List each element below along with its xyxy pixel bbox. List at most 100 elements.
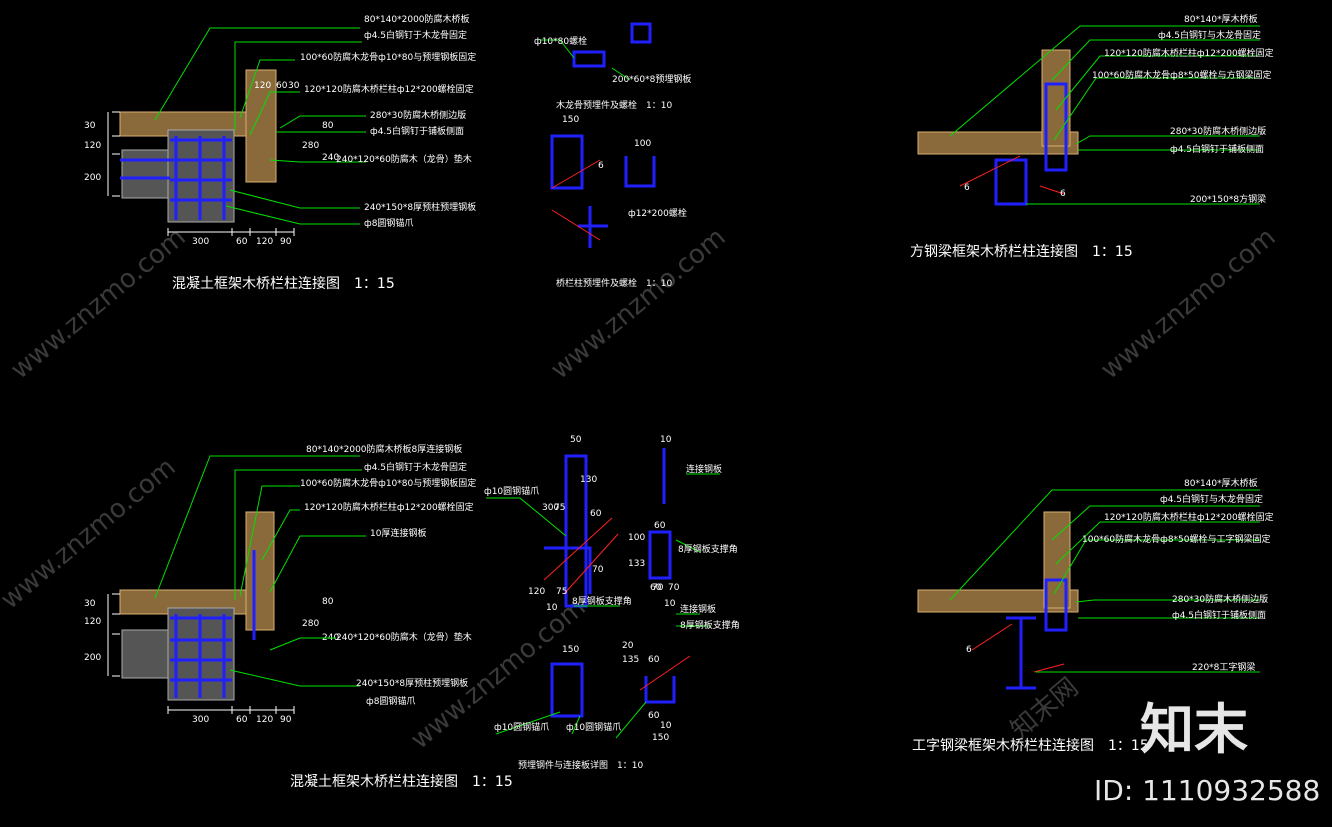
label-1: 80*140*厚木桥板 [1184, 477, 1258, 489]
label-6: ф4.5白钢钉于铺板侧面 [370, 125, 464, 137]
label-4: 100*60防腐木龙骨ф8*50螺栓与方钢梁固定 [1092, 69, 1272, 81]
dim-left-1: 30 [84, 121, 96, 131]
steel-plate [1044, 82, 1068, 172]
label-5: 280*30防腐木桥侧边版 [1172, 593, 1268, 605]
label-5: ф10圆钢锚爪 [494, 721, 549, 733]
label-1: 80*140*2000防腐木桥板 [364, 13, 470, 25]
label-6: ф4.5白钢钉于铺板侧面 [1172, 609, 1266, 621]
dim-bottom-3: 120 [256, 715, 273, 725]
steel-plate [1044, 578, 1068, 632]
dim-top-3: 30 [288, 81, 300, 91]
red-markers [551, 159, 601, 241]
label-5: 10厚连接钢板 [370, 527, 426, 539]
dim-v5-19: 20 [622, 641, 634, 651]
label-6: ф4.5白钢钉于铺板侧面 [1170, 143, 1264, 155]
red-markers [543, 517, 691, 691]
dim-v5-11: 60 [654, 521, 666, 531]
left-dim-lines [107, 593, 120, 677]
leader-lines [949, 25, 1260, 205]
dim-top-2: 60 [276, 81, 288, 91]
angle-bracket [624, 156, 656, 188]
red-markers [959, 155, 1065, 195]
marker-v6-1: 6 [966, 645, 972, 655]
dim-v5-9: 120 [528, 587, 545, 597]
brand-id-text: ID: 1110932588 [1094, 774, 1320, 807]
dim-right-3: 240 [322, 153, 339, 163]
dim-bottom-1: 300 [192, 715, 209, 725]
label-1: 80*140*2000防腐木桥板8厚连接钢板 [306, 443, 462, 455]
dim-v5-7: 133 [628, 559, 645, 569]
dim-bottom-4: 90 [280, 237, 292, 247]
view-title-2b: 桥栏柱预埋件及螺栓 1：10 [556, 277, 672, 289]
label-7: 连接钢板 [680, 603, 716, 615]
dim-v5-17: 10 [664, 599, 676, 609]
angle-a [544, 546, 592, 594]
view-i-beam: 6 80*140*厚木桥板 ф4.5白钢钉与木龙骨固定 120*120防腐木桥栏… [912, 477, 1274, 754]
red-markers [971, 623, 1065, 673]
label-6: 240*120*60防腐木（龙骨）垫木 [336, 631, 472, 643]
dim-v5-16: 70 [668, 583, 680, 593]
label-9: ф8圆钢锚爪 [364, 217, 413, 229]
dim-v5-14: 60 [650, 583, 662, 593]
dim-v5-12: 10 [660, 435, 672, 445]
leader-lines [154, 455, 366, 687]
watermark-text-6: 知末网 [1005, 672, 1084, 745]
wood-post [245, 511, 275, 631]
dim-v5-15: 70 [652, 583, 664, 593]
view-title-5: 预埋钢件与连接板详图 1：10 [518, 759, 643, 771]
label-7: 220*8工字钢梁 [1192, 661, 1255, 673]
leader-lines [949, 489, 1260, 673]
rebar-grid [170, 136, 232, 220]
dim-bottom-2: 60 [236, 715, 248, 725]
watermark-text-2: www.znzmo.com [545, 222, 731, 385]
label-7: 240*120*60防腐木（龙骨）垫木 [336, 153, 472, 165]
label-2: 8厚钢板支撑角 [572, 595, 632, 607]
angle-c [644, 676, 676, 704]
label-2: ф4.5白钢钉于木龙骨固定 [364, 29, 467, 41]
dim-v5-24: 150 [652, 733, 669, 743]
label-8: 8厚钢板支撑角 [680, 619, 740, 631]
dim-v5-8: 70 [592, 565, 604, 575]
view-title-6: 工字钢梁框架木桥栏柱连接图 1：15 [912, 737, 1149, 754]
label-2: ф4.5白钢钉与木龙骨固定 [1158, 29, 1261, 41]
view-title-2a: 木龙骨预埋件及螺栓 1：10 [556, 99, 672, 111]
leader-lines [486, 473, 720, 739]
label-6: ф10圆钢锚爪 [566, 721, 621, 733]
label-1: 80*140*厚木桥板 [1184, 13, 1258, 25]
label-7: 200*150*8方钢梁 [1190, 193, 1266, 205]
i-beam [1006, 616, 1036, 690]
dim-left-1: 30 [84, 599, 96, 609]
view-title-3: 方钢梁框架木桥栏柱连接图 1：15 [910, 243, 1133, 260]
dim-bottom-4: 90 [280, 715, 292, 725]
post-plate [550, 134, 584, 190]
view-embedded-parts-top: ф10*80螺栓 200*60*8预埋钢板 木龙骨预埋件及螺栓 1：10 150… [534, 22, 691, 289]
label-8: ф8圆钢锚爪 [366, 695, 415, 707]
label-4: 120*120防腐木桥栏柱ф12*200螺栓固定 [304, 83, 474, 95]
marker-v3-1: 6 [964, 183, 970, 193]
dim-top-1: 120 [254, 81, 271, 91]
plate-b [648, 530, 672, 580]
dim-v2-3: 6 [598, 161, 604, 171]
dim-v5-10: 75 [556, 587, 567, 597]
label-8: 240*150*8厚预柱预埋钢板 [364, 201, 476, 213]
label-3: 连接钢板 [686, 463, 722, 475]
dim-bottom-1: 300 [192, 237, 209, 247]
brand-logo-text: 知末 [1140, 698, 1248, 761]
dim-bottom-3: 120 [256, 237, 273, 247]
dim-v2-1: 150 [562, 115, 579, 125]
label-2: ф4.5白钢钉于木龙骨固定 [364, 461, 467, 473]
plate-c [550, 662, 584, 718]
view-square-steel-beam: 6 6 80*140*厚木桥板 ф4.5白钢钉与木龙骨固定 120*120防腐木… [910, 13, 1274, 260]
leader-lines [154, 27, 366, 225]
square-steel-beam [994, 158, 1028, 206]
plate-b [630, 22, 652, 44]
label-1: ф10圆钢锚爪 [484, 485, 539, 497]
plate-a [572, 50, 606, 68]
bottom-dim-lines [167, 228, 295, 236]
dim-v2-2: 100 [634, 139, 651, 149]
label-3: 100*60防腐木龙骨ф10*80与预埋钢板固定 [300, 51, 476, 63]
dim-left-3: 200 [84, 173, 101, 183]
leader-lines-a [540, 39, 631, 81]
label-5: 280*30防腐木桥侧边版 [1170, 125, 1266, 137]
